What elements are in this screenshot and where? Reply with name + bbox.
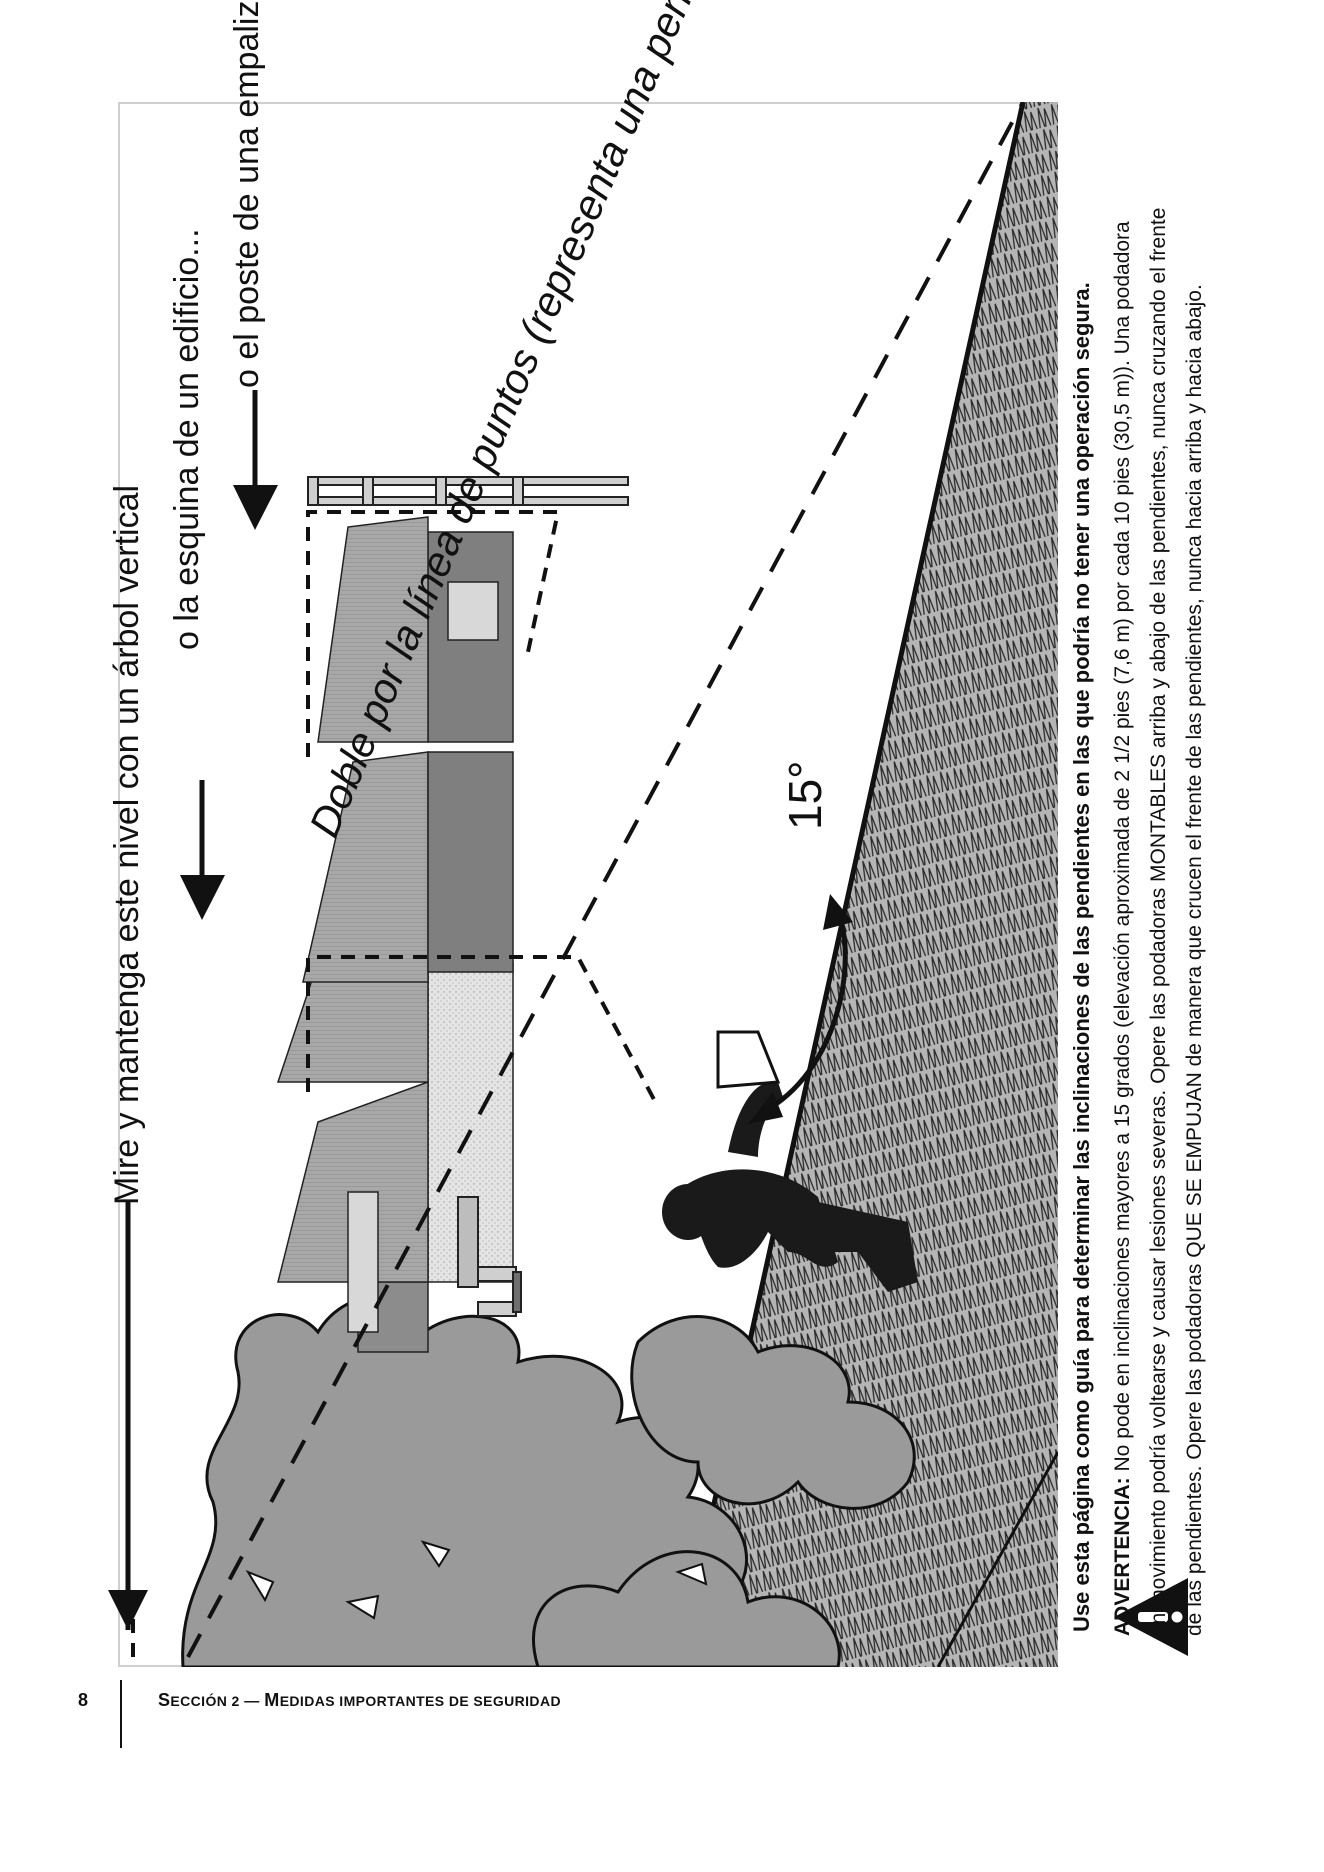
label-building: o la esquina de un edificio... xyxy=(168,228,206,650)
angle-arc xyxy=(761,911,848,1115)
arrow-fence-pointer xyxy=(233,390,278,530)
usage-note: Use esta página como guía para determina… xyxy=(1069,282,1094,1632)
drop-lines xyxy=(306,510,660,1108)
arrow-tree-pointer xyxy=(108,1200,148,1630)
warning-icon xyxy=(1114,1578,1188,1656)
warning-body: No pode en inclinaciones mayores a 15 gr… xyxy=(1111,207,1206,1636)
warning-text: ADVERTENCIA: No pode en inclinaciones ma… xyxy=(1105,196,1213,1636)
footer-divider xyxy=(120,1680,122,1748)
slope-guide-illustration xyxy=(118,101,1060,1669)
section-prefix: S xyxy=(158,1690,171,1710)
tree xyxy=(181,1295,916,1669)
fence xyxy=(307,476,629,1317)
page-footer: 8 Sección 2 — Medidas importantes de seg… xyxy=(0,1680,1324,1760)
label-tree: Mire y mantenga este nivel con un árbol … xyxy=(108,484,146,1205)
grass-slope xyxy=(678,102,1058,1667)
house xyxy=(276,516,514,1353)
page-number: 8 xyxy=(78,1690,89,1710)
section-dash: — xyxy=(239,1693,265,1710)
section-title: Sección 2 — Medidas importantes de segur… xyxy=(158,1690,561,1711)
dashed-sight-line xyxy=(186,101,1025,1658)
title-prefix: M xyxy=(264,1690,280,1710)
warning-label: ADVERTENCIA: xyxy=(1111,1477,1134,1636)
title-rest: edidas importantes de seguridad xyxy=(279,1693,561,1709)
arrow-building-pointer xyxy=(180,780,225,920)
label-fence: o el poste de una empalizada xyxy=(228,0,266,388)
mower xyxy=(716,1030,781,1089)
label-angle: 15° xyxy=(779,760,831,830)
section-rest: ección 2 xyxy=(170,1693,240,1709)
